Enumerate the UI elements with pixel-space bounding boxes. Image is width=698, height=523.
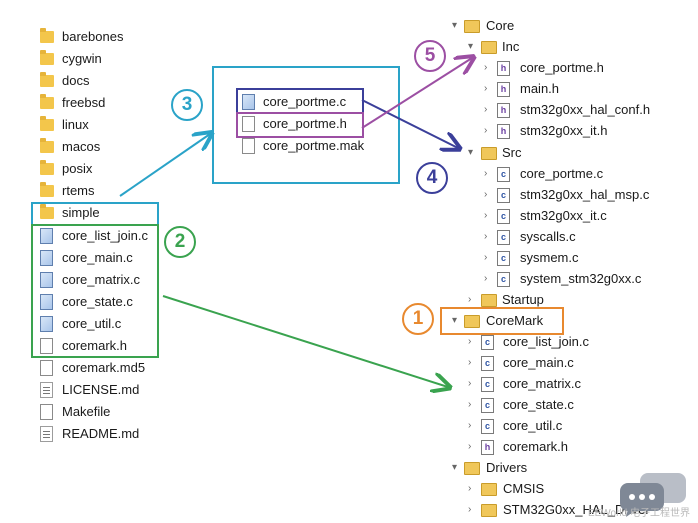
chevron-right-icon[interactable]: › (468, 378, 472, 389)
step-badge-1: 1 (402, 303, 434, 335)
chevron-right-icon[interactable]: › (484, 273, 488, 284)
h-file-icon (242, 116, 255, 132)
folder-icon (40, 160, 54, 175)
folder-icon (40, 138, 54, 153)
text-file-icon (40, 404, 53, 420)
chat-bubble-icon (620, 473, 686, 517)
folder-icon (40, 50, 54, 65)
c-file-icon: c (481, 335, 494, 350)
text-file-icon (242, 138, 255, 154)
c-file-icon (242, 94, 255, 110)
chevron-right-icon[interactable]: › (468, 504, 472, 515)
project-icon (464, 20, 480, 33)
chevron-right-icon[interactable]: › (468, 420, 472, 431)
chevron-right-icon[interactable]: › (468, 441, 472, 452)
arrow-portme-h-to-inc (361, 58, 472, 129)
coremark-sources-highlight (31, 224, 159, 358)
folder-icon (481, 41, 497, 54)
watermark-text: EEWorld 电子工程世界 (587, 508, 690, 519)
step-badge-4: 4 (416, 162, 448, 194)
project-icon (464, 315, 480, 328)
h-file-icon: h (497, 103, 510, 118)
folder-icon (481, 147, 497, 160)
text-file-icon (40, 426, 53, 442)
chevron-right-icon[interactable]: › (484, 231, 488, 242)
chevron-right-icon[interactable]: › (484, 189, 488, 200)
h-file-icon: h (497, 124, 510, 139)
c-file-icon (40, 272, 53, 288)
coremark-node-highlight (440, 307, 564, 335)
chevron-down-icon[interactable]: ▾ (452, 462, 458, 473)
step-badge-5: 5 (414, 40, 446, 72)
step-badge-3: 3 (171, 89, 203, 121)
chevron-right-icon[interactable]: › (484, 252, 488, 263)
chevron-down-icon[interactable]: ▾ (452, 20, 458, 31)
c-file-icon: c (497, 230, 510, 245)
text-file-icon (40, 382, 53, 398)
h-file-icon: h (497, 61, 510, 76)
chevron-down-icon[interactable]: ▾ (468, 147, 474, 158)
folder-icon (464, 462, 480, 475)
c-file-icon (40, 228, 53, 244)
folder-icon (481, 483, 497, 496)
folder-icon (40, 72, 54, 87)
c-file-icon: c (481, 419, 494, 434)
folder-icon (481, 504, 497, 517)
chevron-right-icon[interactable]: › (484, 104, 488, 115)
c-file-icon: c (497, 209, 510, 224)
chevron-right-icon[interactable]: › (484, 62, 488, 73)
folder-icon (481, 294, 497, 307)
chevron-right-icon[interactable]: › (484, 125, 488, 136)
c-file-icon: c (481, 377, 494, 392)
c-file-icon: c (497, 188, 510, 203)
chevron-right-icon[interactable]: › (484, 168, 488, 179)
c-file-icon (40, 294, 53, 310)
chevron-right-icon[interactable]: › (468, 399, 472, 410)
arrow-simple-to-portme (119, 134, 210, 197)
folder-icon (40, 94, 54, 109)
folder-icon (40, 182, 54, 197)
c-file-icon: c (481, 398, 494, 413)
arrow-portme-c-to-src (361, 99, 458, 148)
c-file-icon: c (497, 272, 510, 287)
chevron-right-icon[interactable]: › (468, 336, 472, 347)
step-badge-2: 2 (164, 226, 196, 258)
chevron-right-icon[interactable]: › (468, 483, 472, 494)
text-file-icon (40, 360, 53, 376)
folder-icon (40, 28, 54, 43)
c-file-icon (40, 250, 53, 266)
chevron-right-icon[interactable]: › (468, 357, 472, 368)
chevron-right-icon[interactable]: › (484, 83, 488, 94)
c-file-icon: c (497, 167, 510, 182)
c-file-icon: c (497, 251, 510, 266)
h-file-icon: h (497, 82, 510, 97)
h-file-icon (40, 338, 53, 354)
chevron-right-icon[interactable]: › (468, 294, 472, 305)
arrow-sources-to-coremark (162, 295, 448, 387)
c-file-icon: c (481, 356, 494, 371)
folder-icon (40, 116, 54, 131)
chevron-right-icon[interactable]: › (484, 210, 488, 221)
folder-icon (40, 204, 54, 219)
chevron-down-icon[interactable]: ▾ (452, 315, 458, 326)
c-file-icon (40, 316, 53, 332)
chevron-down-icon[interactable]: ▾ (468, 41, 474, 52)
portme-h-highlight (236, 112, 364, 138)
h-file-icon: h (481, 440, 494, 455)
portme-files-box (212, 66, 400, 184)
